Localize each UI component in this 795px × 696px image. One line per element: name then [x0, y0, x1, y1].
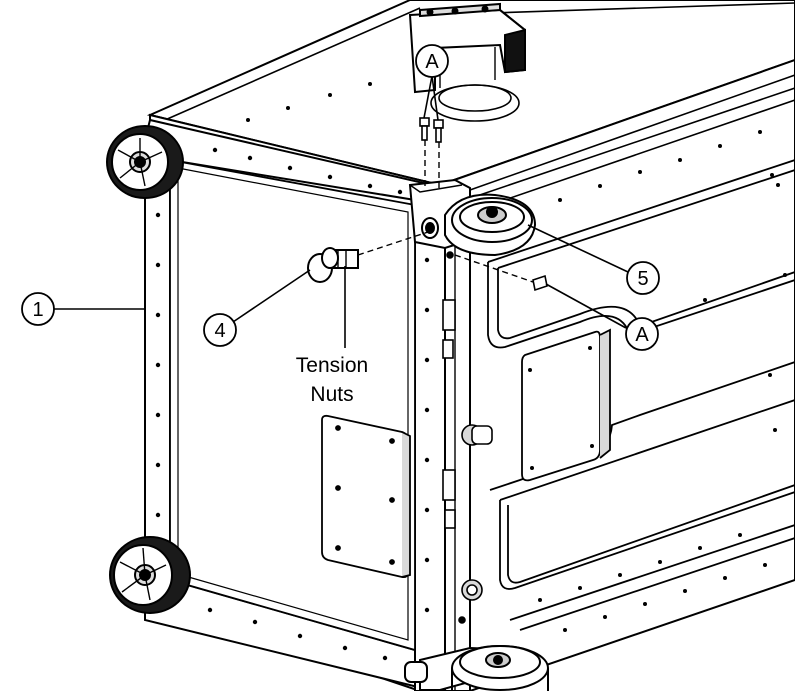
wheel-bottom-left: [109, 536, 191, 614]
assembly-dashed-lines: [357, 140, 534, 283]
frame-rivets: [155, 147, 430, 661]
tension-nuts-label: Tension Nuts: [285, 350, 380, 410]
callout-4: 4: [203, 313, 237, 347]
caster-bottom-right: [404, 645, 549, 691]
end-access-plate: [321, 414, 411, 579]
callout-1: 1: [21, 292, 55, 326]
side-rivets: [246, 82, 787, 632]
callout-4-text: 4: [214, 320, 225, 342]
callout-5: 5: [626, 261, 660, 295]
callout-a-right-text: A: [635, 324, 649, 346]
callout-5-text: 5: [637, 268, 648, 290]
leader-lines: [52, 75, 629, 348]
side-panels: [487, 159, 795, 631]
tension-nuts-line1: Tension: [296, 354, 368, 377]
tension-knob: [307, 247, 359, 283]
corner-hardware: [442, 251, 493, 624]
tension-nuts-line2: Nuts: [310, 383, 353, 406]
cabinet-top-details: [164, 2, 795, 206]
caster-bracket-top: [408, 178, 537, 257]
callout-1-text: 1: [32, 299, 43, 321]
callout-a-right: A: [625, 317, 659, 351]
callout-a-top: A: [415, 44, 449, 78]
wheel-top-left: [106, 125, 184, 199]
callout-a-top-text: A: [425, 51, 439, 73]
